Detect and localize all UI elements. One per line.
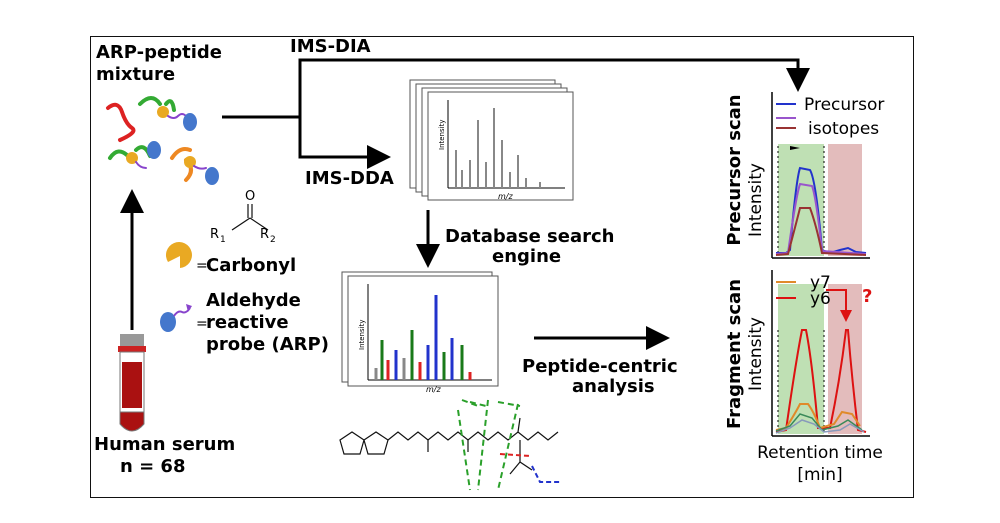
serum-label-line1: Human serum [94, 434, 235, 455]
arp-label-line2: reactive [206, 312, 289, 333]
serum-label-line2: n = 68 [120, 456, 185, 477]
arp-equals: = [196, 316, 208, 332]
ketone-oxygen: O [245, 189, 255, 204]
legend-precursor: Precursor [804, 95, 884, 115]
arp-label-line1: Aldehyde [206, 290, 301, 311]
ketone-r1: R [210, 227, 219, 242]
ims-dda-label: IMS-DDA [305, 168, 394, 189]
ketone-structure: O R 1 R 2 [210, 189, 276, 245]
arp-label-line3: probe (ARP) [206, 334, 329, 355]
fragment-scan-panel: y7 y6 ? Intensity Fragment scan Retentio… [724, 270, 883, 485]
carbonyl-label: Carbonyl [206, 255, 296, 276]
legend-y6: y6 [810, 289, 831, 309]
chemical-structure-icon [339, 399, 560, 491]
ketone-r2-sub: 2 [270, 235, 276, 245]
ims-dia-label: IMS-DIA [290, 36, 371, 57]
precursor-ylabel: Intensity [746, 163, 766, 237]
ketone-r2: R [260, 227, 269, 242]
arp-probe-icon [160, 304, 192, 332]
question-mark: ? [862, 286, 872, 307]
mixture-title-line2: mixture [96, 64, 175, 85]
carbonyl-equals: = [196, 258, 208, 274]
legend-y7: y7 [810, 273, 831, 293]
figure-frame [90, 36, 914, 498]
precursor-title: Precursor scan [724, 94, 745, 245]
ms-xlabel: m/z [498, 192, 513, 201]
retention-label-line2: [min] [797, 465, 842, 485]
fragment-ylabel: Intensity [746, 317, 766, 391]
peptide-squiggle-icon [106, 96, 219, 185]
annotated-xlabel: m/z [426, 385, 441, 394]
mixture-title-line1: ARP-peptide [96, 42, 222, 63]
ims-dda-arrow [298, 117, 391, 169]
pc-label-line2: analysis [572, 376, 655, 397]
ms-ylabel: Intensity [438, 120, 446, 150]
question-arrow [826, 289, 852, 322]
db-label-line2: engine [492, 246, 561, 267]
annotated-spectrum-icon: Intensity m/z [341, 271, 499, 394]
pc-label-line1: Peptide-centric [522, 356, 678, 377]
db-label-line1: Database search [445, 226, 615, 247]
ketone-r1-sub: 1 [220, 235, 226, 245]
mass-spectrum-stack-icon: Intensity m/z [409, 79, 574, 201]
ims-dia-arrow [298, 58, 810, 117]
test-tube-icon [118, 334, 146, 432]
precursor-scan-panel: Precursor isotopes Intensity Precursor s… [724, 92, 884, 259]
legend-isotopes: isotopes [808, 119, 879, 139]
fragment-title: Fragment scan [724, 279, 745, 429]
precursor-red-window [828, 144, 862, 256]
retention-label-line1: Retention time [757, 443, 883, 463]
annotated-ylabel: Intensity [358, 320, 366, 350]
carbonyl-pacman-icon [165, 242, 192, 268]
